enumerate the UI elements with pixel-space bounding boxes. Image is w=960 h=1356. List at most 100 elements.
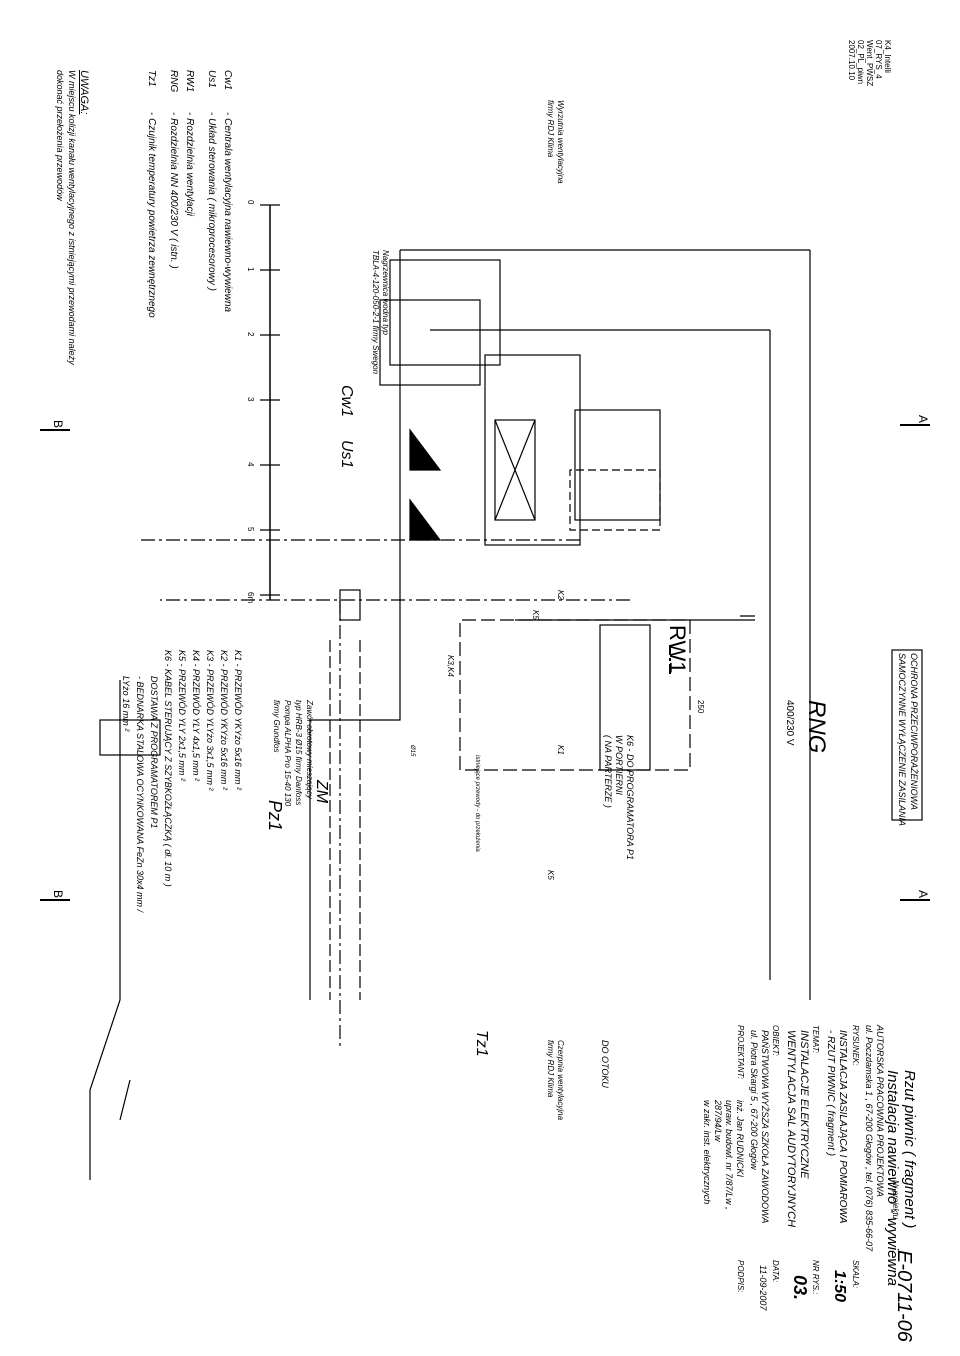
czerpnia-line: firmy RDJ Klima [546, 1040, 555, 1098]
legend-left: Cw1 - Centrala wentylacyjna nawiewno-wywi… [143, 70, 235, 318]
wyrzutnia-line: Wyrzutnia wentylacyjna [556, 100, 565, 184]
legend-code: Cw1 [222, 70, 233, 91]
legend-desc: - Czujnik temperatury powietrza zewnętrz… [146, 112, 157, 318]
zawor-line: firmy Grundfos [272, 700, 281, 753]
rng-voltage: 400/230 V [784, 700, 795, 746]
cable-item: K1 - PRZEWÓD YKYżo 5x16 mm ² [233, 650, 243, 790]
cable-item: K5 - PRZEWÓD YLY 2x1,5 mm ² [177, 650, 187, 781]
cable-item: K2 - PRZEWÓD YKYżo 5x16 mm ² [219, 650, 229, 790]
uwaga-text: W miejscu kolizji kanału wentylacyjnego … [67, 70, 77, 365]
nr-projektu-label: Nr projektu [891, 1180, 900, 1220]
projektant-line: 287/94/Lw [713, 1100, 723, 1142]
cable-item: - BEDNARKA STALOWA OCYNKOWANA FeZn 30x4 … [135, 676, 145, 913]
projektant-value: inż. Jan RUDNICKI upraw. budowl. nr 7/87… [701, 1100, 745, 1210]
cable-item: LYżo 16 mm ² [121, 676, 131, 732]
company-line: ul. Poczdamska 1 , 67-200 Głogów , tel. … [864, 1025, 874, 1252]
file-meta-line: 07_RYS_4 [874, 40, 883, 79]
section-b-bottom: B [51, 890, 65, 899]
k6-note: K6 - DO PROGRAMATORA P1 W PORTIERNI ( NA… [602, 735, 635, 860]
scale-tick: 5 [246, 527, 255, 532]
rw1-label: RW1 [665, 625, 690, 674]
uwaga-title: UWAGA: [78, 70, 90, 115]
nagrzewnica-line: TBLA-4-120-050-2-1 firmy Swegon [371, 250, 380, 375]
wyrzutnia-label: Wyrzutnia wentylacyjna firmy RDJ Klima [545, 100, 565, 184]
file-meta-line: 02_PL_piwn [856, 40, 865, 85]
file-meta-line: Went_PWSZ [865, 40, 874, 87]
cable-item: K4 - PRZEWÓD YLY 4x1,5 mm ² [191, 650, 201, 781]
legend-row: RNG- Rozdzielnia NN 400/230 V ( istn. ) [165, 70, 181, 318]
k1-label: K1 [556, 745, 565, 755]
temat-line: WENTYLACJA SAL AUDYTORYJNYCH [785, 1030, 797, 1228]
uwaga-text: dokonać przełożenia przewodów [55, 70, 65, 201]
k2-label: K2 [556, 590, 565, 600]
tz1-label: Tz1 [473, 1030, 490, 1057]
do-otoku-label: DO OTOKU [600, 1040, 610, 1088]
scale-tick: 6m [246, 592, 255, 604]
k6-note-line: ( NA PARTERZE ) [603, 735, 613, 808]
skala-value: 1:50 [831, 1270, 848, 1303]
scale-tick: 3 [246, 397, 255, 402]
section-a-top: A [916, 415, 930, 424]
temat-label: TEMAT: [811, 1025, 820, 1054]
obiekt-value: PAŃSTWOWA WYŻSZA SZKOŁA ZAWODOWA ul. Pio… [748, 1030, 770, 1223]
section-a-bottom: A [916, 890, 930, 899]
nr-rys-label: NR RYS.: [811, 1260, 820, 1295]
obiekt-label: OBIEKT: [771, 1025, 780, 1056]
rysunek-value: INSTALACJA ZASILAJĄCA I POMIAROWA - RZUT… [824, 1030, 848, 1223]
czerpnia-label: Czerpnia wentylacyjna firmy RDJ Klima [545, 1040, 565, 1120]
cw1-label: Cw1 [338, 385, 355, 418]
temat-value: INSTALACJE ELEKTRYCZNE WENTYLACJA SAL AU… [784, 1030, 810, 1227]
data-label: DATA: [771, 1260, 780, 1283]
istniejace-label: istniejące przewody - do przełożenia [474, 755, 480, 852]
protection-line: SAMOCZYNNE WYŁĄCZENIE ZASILANIA [897, 653, 907, 827]
obiekt-line: PAŃSTWOWA WYŻSZA SZKOŁA ZAWODOWA [760, 1030, 770, 1224]
obiekt-line: ul. Piotra Skargi 5 , 67-200 Głogów [749, 1030, 759, 1170]
zawor-line: Zawór obrotowy mieszający [305, 700, 314, 799]
nagrzewnica-line: Nagrzewnica wodna typ [381, 250, 390, 335]
k6-note-line: W PORTIERNI [614, 735, 624, 795]
legend-desc: - Centrala wentylacyjna nawiewno-wywiewn… [222, 112, 233, 313]
scale-tick: 2 [246, 332, 255, 337]
cable-item: K3 - PRZEWÓD YLYżo 3x1,5 mm ² [205, 650, 215, 791]
legend-row: RW1 - Rozdzielnia wentylacji [181, 70, 197, 318]
nagrzewnica-label: Nagrzewnica wodna typ TBLA-4-120-050-2-1… [370, 250, 390, 374]
file-meta: K4_Intelli 07_RYS_4 Went_PWSZ 02_PL_piwn… [847, 40, 892, 86]
projektant-line: upraw. budowl. nr 7/87/Lw , [724, 1100, 734, 1210]
uwaga-note: UWAGA: W miejscu kolizji kanału wentylac… [54, 70, 90, 365]
temat-line: INSTALACJE ELEKTRYCZNE [798, 1030, 810, 1179]
k34-label: K3,K4 [446, 655, 455, 677]
phi15-label: Ø15 [409, 745, 415, 757]
section-b-top: B [51, 420, 65, 429]
company: AUTORSKA PRACOWNIA PROJEKTOWA ul. Poczda… [863, 1025, 885, 1251]
protection-line: OCHRONA PRZECIWPORAŻENIOWA [909, 653, 919, 811]
rng-label: RNG [803, 700, 830, 754]
skala-label: SKALA: [851, 1260, 860, 1289]
legend-code: Us1 [206, 70, 217, 88]
data-value: 11-09-2007 [758, 1265, 768, 1311]
legend-code: RW1 [184, 70, 195, 93]
k6-note-line: K6 - DO PROGRAMATORA P1 [625, 735, 635, 860]
zawor-label: Zawór obrotowy mieszający typ HRB-3 Ø15 … [271, 700, 315, 806]
nr-rys-value: 03. [790, 1275, 810, 1301]
projektant-line: inż. Jan RUDNICKI [735, 1100, 745, 1178]
zawor-line: typ HRB-3 Ø15 firmy Danfoss [294, 700, 303, 806]
rysunek-line: INSTALACJA ZASILAJĄCA I POMIAROWA [837, 1030, 848, 1224]
legend-desc: - Rozdzielnia wentylacji [184, 112, 195, 216]
rysunek-label: RYSUNEK: [851, 1025, 860, 1066]
wyrzutnia-line: firmy RDJ Klima [546, 100, 555, 158]
cable-item: K6 - KABEL STERUJĄCY Z SZYBKOZŁĄCZKĄ ( d… [163, 650, 173, 887]
legend-row: Cw1 - Centrala wentylacyjna nawiewno-wywi… [219, 70, 235, 318]
scale-tick: 0 [246, 200, 255, 205]
dim-250: 250 [696, 700, 705, 714]
nr-projektu-value: E-0711-06 [893, 1250, 915, 1342]
protection-note: OCHRONA PRZECIWPORAŻENIOWA SAMOCZYNNE WY… [896, 653, 920, 826]
projektant-line: w zakr. inst. elektrycznych [702, 1100, 712, 1205]
company-line: AUTORSKA PRACOWNIA PROJEKTOWA [875, 1025, 885, 1197]
file-meta-line: 2007.10.10 [847, 40, 856, 81]
scale-tick: 4 [246, 462, 255, 467]
file-meta-line: K4_Intelli [883, 40, 892, 73]
cable-legend: K1 - PRZEWÓD YKYżo 5x16 mm ² K2 - PRZEWÓ… [119, 650, 245, 912]
k5-label-2: K5 [546, 870, 555, 880]
